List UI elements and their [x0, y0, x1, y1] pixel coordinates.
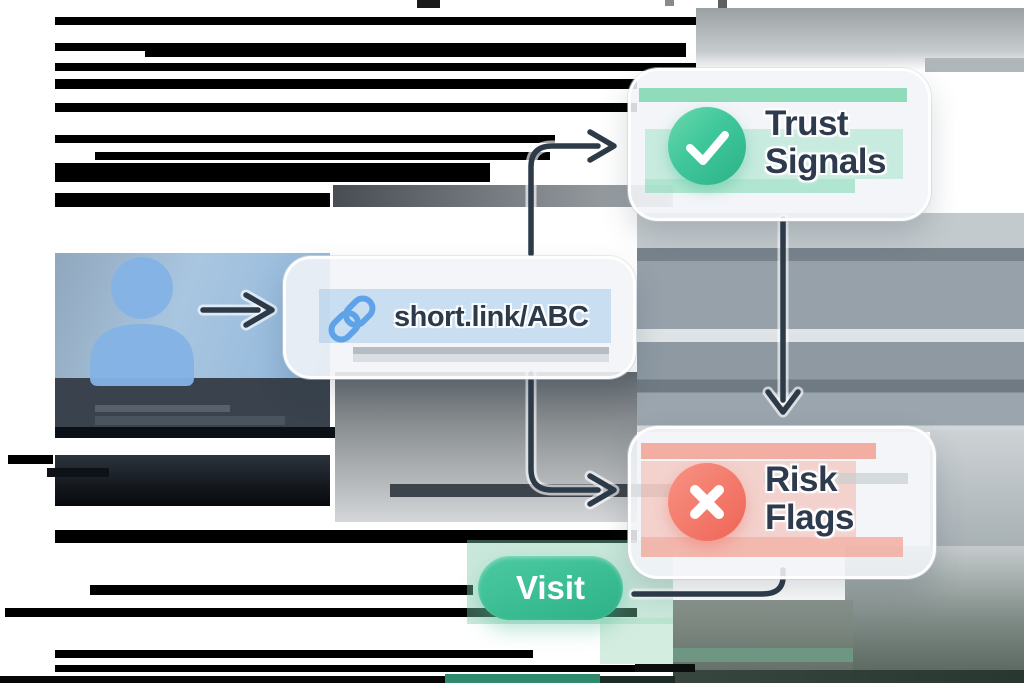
glitch-bar [635, 664, 695, 672]
glitch-bar [55, 79, 637, 89]
glitch-bar [600, 676, 675, 683]
glitch-bar [95, 152, 550, 160]
short-link-card[interactable]: short.link/ABC [283, 256, 636, 379]
glitch-bar [55, 650, 533, 658]
check-icon [686, 131, 729, 165]
glitch-bar [8, 455, 53, 464]
link-icon [328, 295, 376, 343]
glitch-bar [925, 58, 1024, 72]
visit-button[interactable]: Visit [478, 556, 623, 620]
glitch-bar [353, 354, 609, 362]
glitch-green-band [639, 88, 907, 102]
glitch-bar [90, 585, 473, 595]
short-link-label: short.link/ABC [394, 301, 589, 333]
glitch-bar [55, 665, 637, 672]
glitch-bar [445, 674, 600, 683]
glitch-bar [55, 193, 330, 207]
glitch-bar [673, 670, 1024, 683]
glitch-bar [55, 103, 637, 112]
glitch-bar [0, 676, 445, 683]
glitch-bar [55, 530, 637, 543]
glitch-red-band [641, 443, 876, 459]
glitch-bar [145, 49, 686, 57]
glitch-gradient [930, 430, 1024, 556]
glitch-bar [5, 608, 637, 617]
trust-signals-card: Trust Signals [628, 68, 931, 221]
glitch-bar [353, 347, 609, 354]
arrowhead-right-icon [587, 129, 617, 163]
glitch-bar [55, 427, 345, 438]
glitch-bar [417, 0, 440, 8]
glitch-bar [55, 63, 700, 71]
glitch-stripes [637, 213, 1024, 432]
glitch-gradient [673, 600, 853, 676]
glitch-bar [95, 416, 285, 425]
glitch-bar [763, 473, 908, 484]
glitch-dark-block [55, 455, 330, 506]
glitch-bar [665, 0, 674, 6]
x-icon [690, 485, 724, 519]
glitch-bar [718, 0, 727, 9]
trust-signals-label: Trust Signals [765, 104, 886, 181]
risk-flags-card: Risk Flags [628, 426, 936, 579]
glitch-bar [55, 43, 686, 51]
glitch-bar [55, 17, 703, 25]
risk-flags-label: Risk Flags [765, 460, 854, 537]
glitch-bar [55, 163, 490, 182]
glitch-bar [47, 468, 109, 477]
glitch-gradient [335, 372, 637, 522]
glitch-bar [95, 405, 230, 412]
cross-badge [668, 463, 746, 541]
glitch-green-wash [600, 618, 675, 664]
glitch-red-band [641, 537, 903, 557]
glitch-bar [55, 135, 555, 143]
check-badge [668, 107, 746, 185]
glitch-gradient [333, 185, 673, 207]
glitch-bar [673, 648, 853, 662]
